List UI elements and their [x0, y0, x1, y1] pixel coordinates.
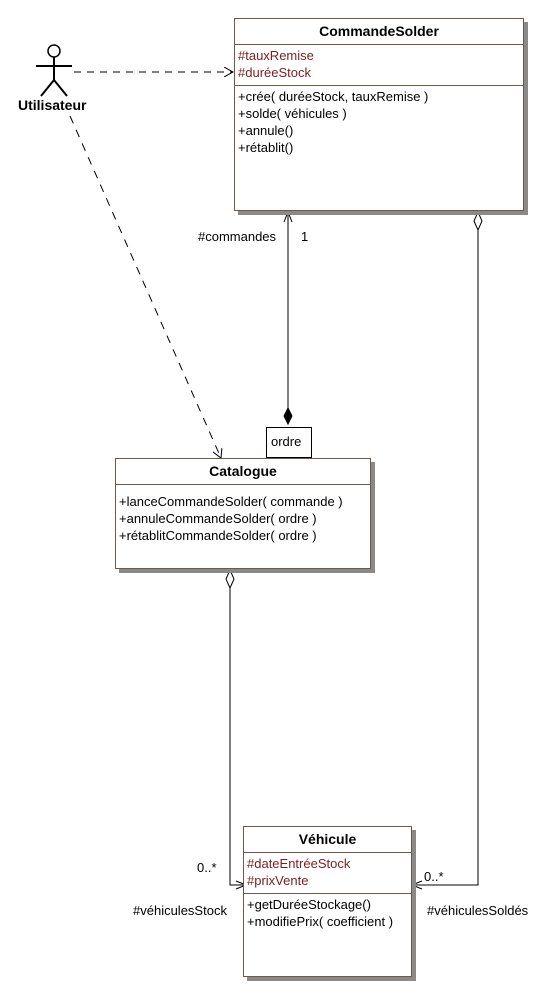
multiplicity-vehicules-soldes: 0..*	[424, 869, 444, 884]
class-commandesolder-operations: +crée( duréeStock, tauxRemise ) +solde( …	[235, 86, 523, 160]
role-vehicules-soldes: #véhiculesSoldés	[427, 903, 529, 918]
multiplicity-vehicules-stock: 0..*	[197, 860, 217, 875]
class-commandesolder[interactable]: CommandeSolder #tauxRemise #duréeStock +…	[234, 18, 524, 211]
operation-annule-commande-solder: +annuleCommandeSolder( ordre )	[119, 511, 317, 526]
operation-annule: +annule()	[238, 123, 294, 138]
class-commandesolder-name: CommandeSolder	[235, 19, 523, 45]
class-vehicule[interactable]: Véhicule #dateEntréeStock #prixVente +ge…	[243, 826, 412, 977]
attribute-taux-remise: #tauxRemise	[238, 48, 314, 63]
operation-get-duree-stockage: +getDuréeStockage()	[247, 897, 371, 912]
attribute-date-entree-stock: #dateEntréeStock	[247, 856, 351, 871]
class-vehicule-operations: +getDuréeStockage() +modifiePrix( coeffi…	[244, 894, 411, 934]
association-vehicules-soldes-arrowhead	[410, 880, 423, 890]
aggregation-diamond-commandesolder	[473, 210, 483, 232]
operation-solde: +solde( véhicules )	[238, 106, 347, 121]
actor-icon	[36, 44, 72, 97]
class-commandesolder-attributes: #tauxRemise #duréeStock	[235, 45, 523, 86]
dependency-actor-catalogue	[69, 115, 221, 458]
association-vehicules-soldes-line	[414, 230, 479, 886]
qualifier-ordre: ordre	[266, 427, 312, 458]
attribute-prix-vente: #prixVente	[247, 873, 309, 888]
operation-modifie-prix: +modifiePrix( coefficient )	[247, 914, 394, 929]
multiplicity-commandes: 1	[301, 229, 309, 244]
class-vehicule-attributes: #dateEntréeStock #prixVente	[244, 853, 411, 894]
association-commandes-arrowhead	[283, 210, 293, 223]
class-vehicule-name: Véhicule	[244, 827, 411, 853]
operation-retablit: +rétablit()	[238, 140, 294, 155]
operation-cree: +crée( duréeStock, tauxRemise )	[238, 89, 429, 104]
class-catalogue-name: Catalogue	[116, 459, 370, 485]
operation-lance-commande-solder: +lanceCommandeSolder( commande )	[119, 494, 343, 509]
association-vehicules-stock-line	[229, 588, 244, 886]
attribute-duree-stock: #duréeStock	[238, 65, 311, 80]
aggregation-diamond-catalogue	[225, 568, 235, 590]
actor-label: Utilisateur	[18, 97, 87, 113]
role-vehicules-stock: #véhiculesStock	[133, 903, 227, 918]
class-catalogue-operations: +lanceCommandeSolder( commande ) +annule…	[116, 485, 370, 548]
operation-retablit-commande-solder: +rétablitCommandeSolder( ordre )	[119, 528, 317, 543]
composition-diamond	[283, 406, 293, 426]
class-catalogue[interactable]: Catalogue +lanceCommandeSolder( commande…	[115, 458, 371, 569]
role-commandes: #commandes	[198, 229, 277, 244]
